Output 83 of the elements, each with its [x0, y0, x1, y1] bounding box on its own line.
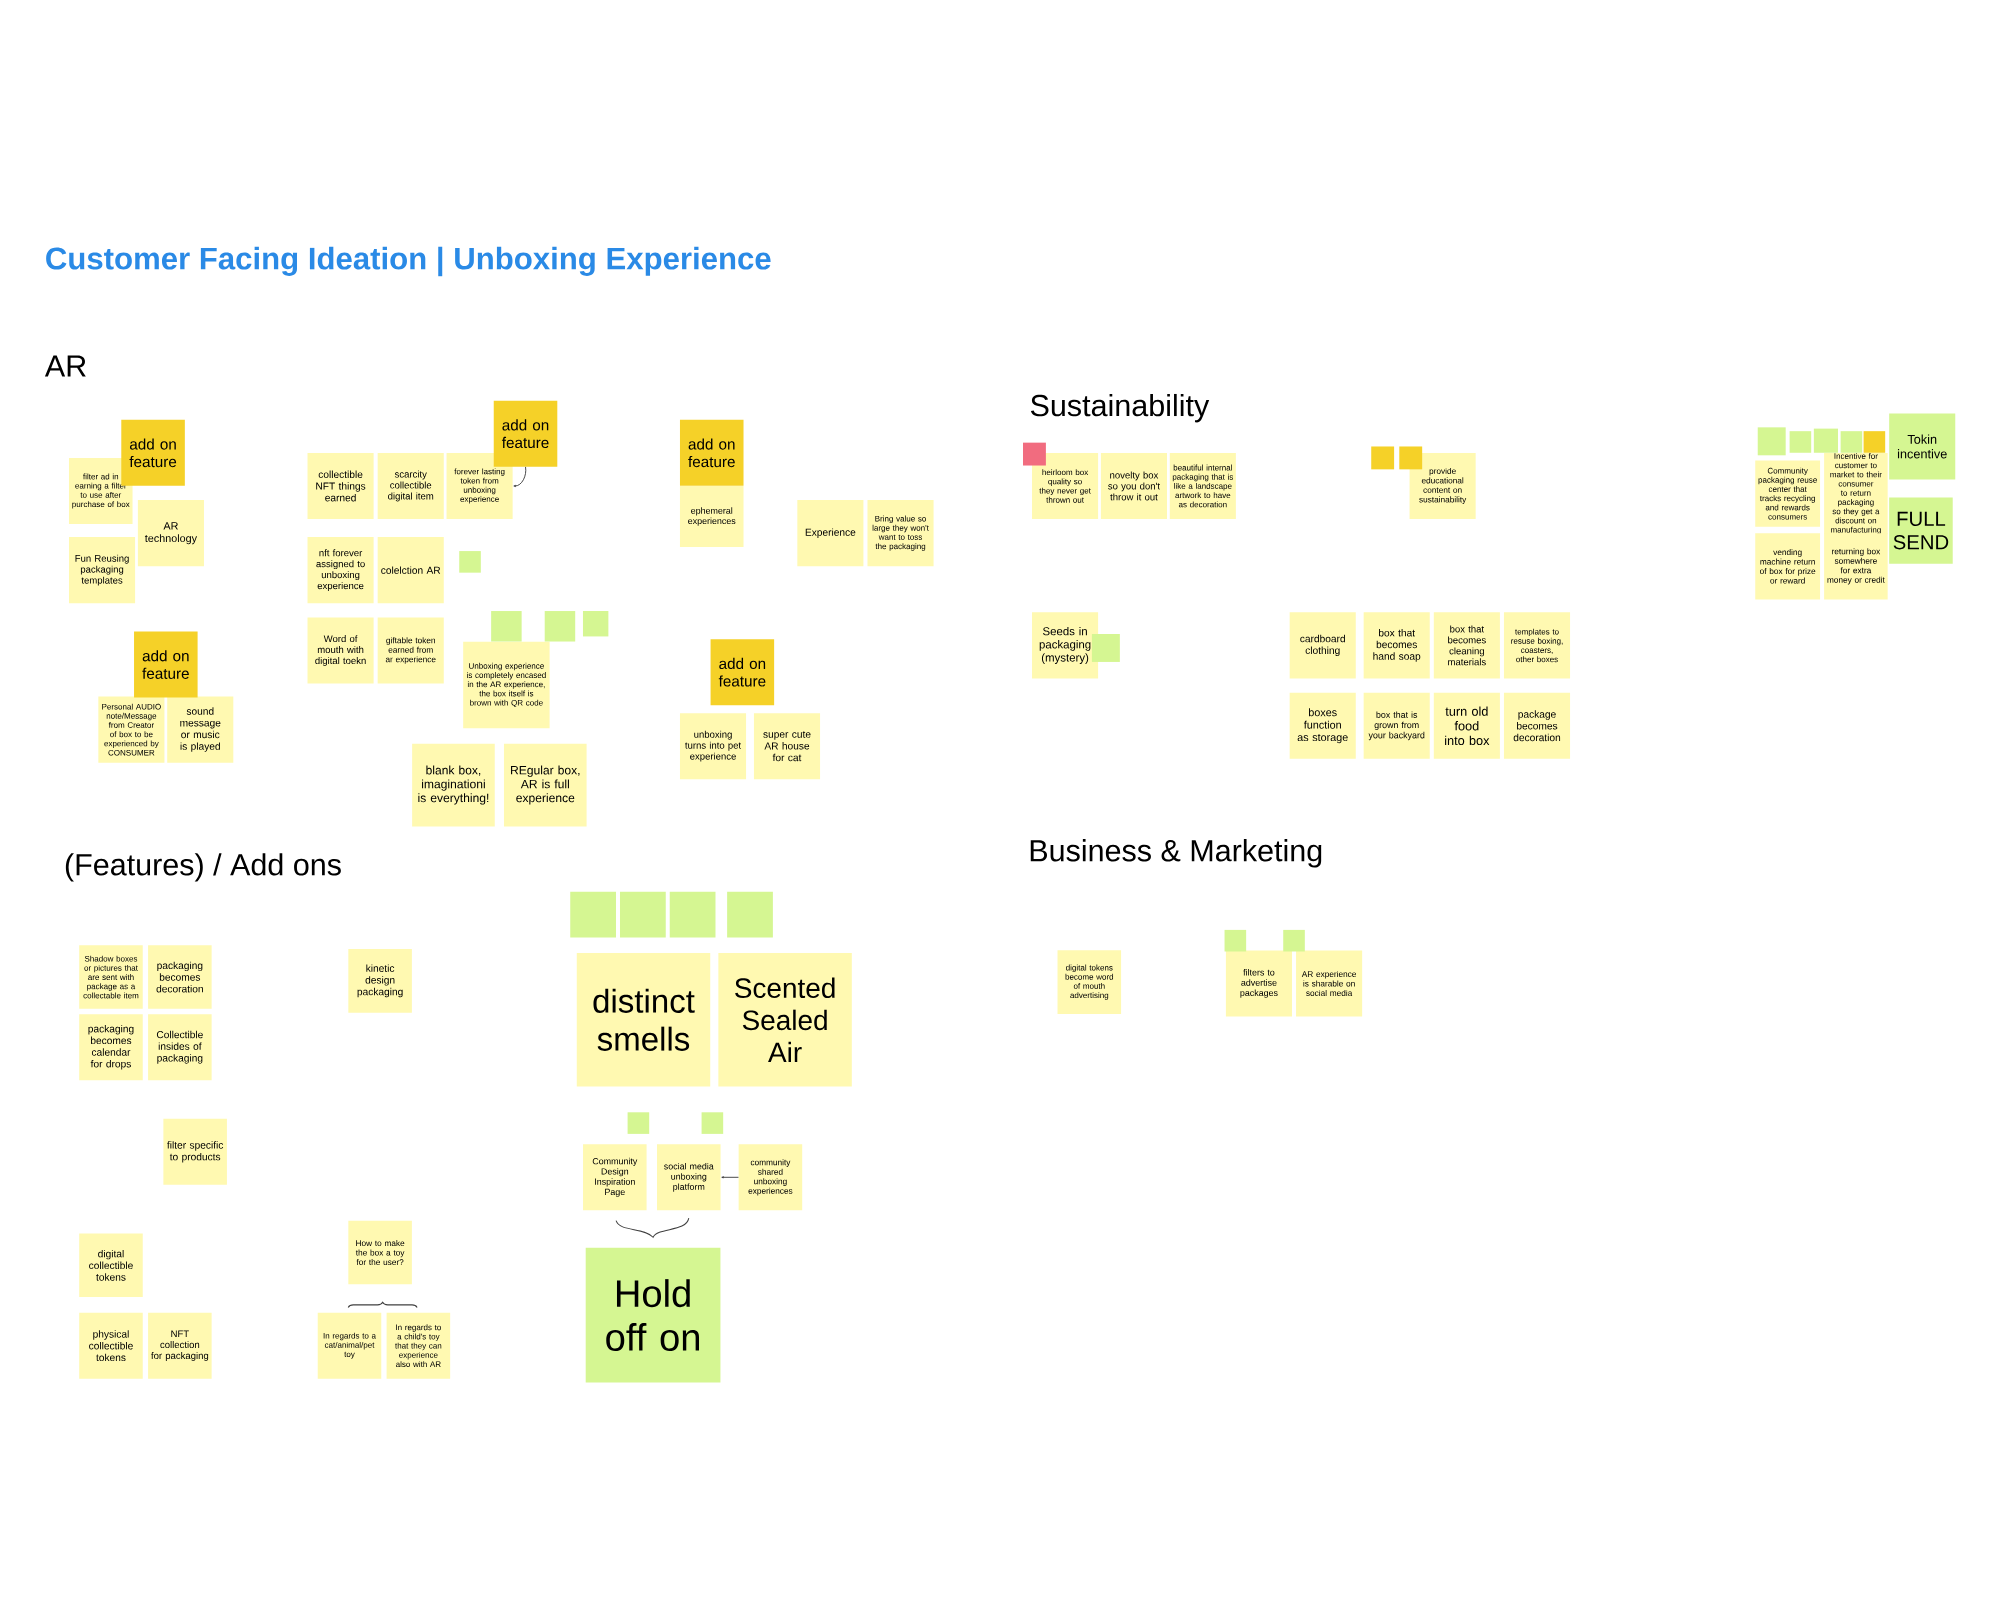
sticky-note: Shadow boxes or pictures that are sent with package as a collectable item — [79, 945, 143, 1009]
sticky-note: distinct smells — [576, 952, 711, 1087]
sticky-note: provide educational content on sustainability — [1409, 452, 1476, 519]
sticky-note: Tokin incentive — [1889, 413, 1956, 480]
sticky-note: beautiful internal packaging that is like a landscape artwork to have as decoration — [1169, 452, 1236, 519]
sticky-note — [701, 1112, 724, 1134]
sticky-note: super cute AR house for cat — [753, 712, 821, 779]
sticky-note — [491, 610, 522, 642]
sticky-note: NFT collection for packaging — [148, 1312, 212, 1379]
sticky-note — [1399, 446, 1423, 470]
section-heading: (Features) / Add ons — [65, 852, 341, 882]
sticky-note: Community Design Inspiration Page — [583, 1144, 647, 1211]
sticky-note: Community packaging reuse center that tracks recycling and rewards consumers — [1755, 460, 1821, 527]
sticky-note — [1757, 427, 1786, 456]
sticky-note: digital collectible tokens — [79, 1233, 143, 1297]
sticky-note: add on feature — [679, 419, 744, 486]
sticky-note: add on feature — [493, 400, 558, 467]
sticky-note: Bring value so large they won't want to toss the packaging — [867, 499, 934, 566]
title: Customer Facing Ideation | Unboxing Experience — [46, 246, 771, 276]
sticky-note: AR technology — [137, 499, 204, 566]
sticky-note — [727, 891, 773, 938]
sticky-note: boxes function as storage — [1289, 692, 1356, 759]
sticky-note: packaging becomes calendar for drops — [79, 1013, 143, 1080]
sticky-note: filters to advertise packages — [1225, 950, 1292, 1017]
sticky-note: heirloom box quality so they never get thrown out — [1032, 452, 1099, 519]
sticky-note: unboxing turns into pet experience — [679, 712, 747, 779]
section-heading: Sustainability — [1030, 393, 1210, 423]
sticky-note: box that is grown from your backyard — [1363, 692, 1430, 759]
sticky-note: box that becomes cleaning materials — [1433, 612, 1500, 679]
sticky-note: package becomes decoration — [1503, 692, 1571, 759]
sticky-note: Scented Sealed Air — [718, 952, 852, 1087]
sticky-note: digital tokens become word of mouth advertising — [1057, 950, 1122, 1014]
sticky-note: physical collectible tokens — [79, 1312, 143, 1379]
sticky-note: sound message or music is played — [167, 696, 234, 763]
sticky-note: How to make the box a toy for the user? — [348, 1220, 412, 1285]
sticky-note — [627, 1112, 650, 1134]
sticky-note — [570, 891, 616, 938]
sticky-note: Hold off on — [585, 1247, 721, 1383]
sticky-note: In regards to a child's toy that they can experience also with AR — [386, 1312, 451, 1379]
sticky-note: blank box, imaginationi is everything! — [412, 743, 495, 827]
sticky-note: vending machine return of box for prize or reward — [1755, 533, 1821, 600]
sticky-note: add on feature — [710, 638, 775, 705]
sticky-note: returning box somewhere for extra money or credit — [1824, 533, 1888, 600]
sticky-note: Unboxing experience is completely encased in the AR experience, the box itself is brown with QR code — [463, 641, 550, 728]
sticky-note: nft forever assigned to unboxing experience — [307, 536, 374, 603]
sticky-note: turn old food into box — [1433, 692, 1500, 759]
sticky-note: packaging becomes decoration — [148, 945, 212, 1009]
sticky-note: add on feature — [121, 419, 185, 486]
sticky-note: novelty box so you don't throw it out — [1100, 452, 1167, 519]
section-heading: AR — [44, 355, 86, 377]
sticky-note: REgular box, AR is full experience — [504, 743, 587, 827]
arrow — [513, 466, 527, 487]
sticky-note — [620, 891, 666, 938]
sticky-note: In regards to a cat/animal/pet toy — [317, 1312, 382, 1379]
sticky-note: Word of mouth with digital toekn — [307, 617, 374, 684]
sticky-note: Incentive for customer to market to their consumer to return packaging so they get a discount on manufacturing — [1824, 452, 1888, 534]
sticky-note — [459, 550, 481, 573]
sticky-note: filter specific to products — [163, 1118, 227, 1185]
sticky-note: Personal AUDIO note/Message from Creator of box to be experienced by CONSUMER — [98, 696, 165, 763]
sticky-note — [1023, 442, 1046, 466]
sticky-note: community shared unboxing experiences — [738, 1144, 803, 1211]
sticky-note — [1283, 929, 1305, 952]
sticky-note: ephemeral experiences — [679, 485, 744, 547]
sticky-note — [669, 891, 716, 938]
sticky-note: add on feature — [134, 631, 198, 698]
sticky-note: templates to resuse boxing, coasters, other boxes — [1503, 612, 1571, 679]
sticky-note: colelction AR — [377, 536, 444, 603]
sticky-note: box that becomes hand soap — [1363, 612, 1430, 679]
sticky-note: FULL SEND — [1889, 497, 1953, 564]
sticky-note — [1371, 446, 1395, 470]
sticky-note: AR experience is sharable on social media — [1296, 950, 1363, 1017]
sticky-note: social media unboxing platform — [657, 1144, 721, 1211]
sticky-note: Fun Reusing packaging templates — [69, 536, 136, 603]
section-heading: Business & Marketing — [1030, 838, 1322, 868]
arrow — [721, 1176, 739, 1179]
sticky-note: Seeds in packaging (mystery) — [1032, 612, 1099, 679]
sticky-note: collectible NFT things earned — [307, 452, 374, 519]
sticky-note: Experience — [797, 499, 864, 566]
sticky-note: giftable token earned from ar experience — [377, 617, 444, 684]
sticky-note: kinetic design packaging — [348, 948, 412, 1013]
sticky-note: scarcity collectible digital item — [377, 452, 444, 519]
sticky-note: Collectible insides of packaging — [148, 1013, 212, 1080]
sticky-note: cardboard clothing — [1289, 612, 1356, 679]
